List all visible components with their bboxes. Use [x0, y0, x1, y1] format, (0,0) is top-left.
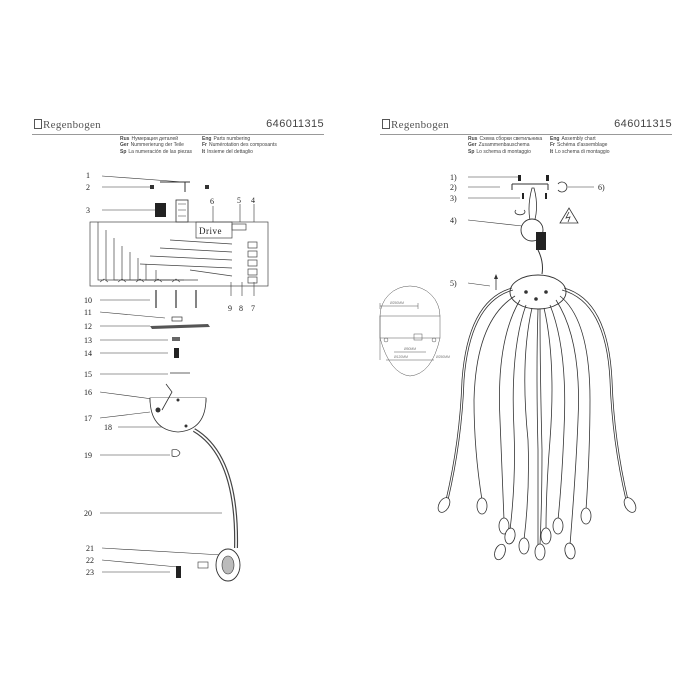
set-screw — [176, 566, 181, 578]
terminal-block — [536, 232, 546, 250]
part-number: 16 — [84, 388, 92, 397]
drive-label: Drive — [199, 226, 222, 236]
fastener — [197, 561, 209, 569]
product-code: 646011315 — [614, 118, 672, 130]
screw — [174, 348, 179, 358]
rotate-arrow-icon — [514, 209, 526, 216]
part-number: 9 — [228, 304, 232, 313]
electric-warning-icon — [559, 207, 579, 224]
step-number: 4) — [450, 216, 457, 225]
ceiling-bracket — [511, 183, 549, 190]
step-number: 6) — [598, 183, 605, 192]
dimension-label: Ø250MM — [436, 355, 450, 359]
exploded-parts-diagram: Drive — [84, 171, 269, 582]
part-number: 20 — [84, 509, 92, 518]
brand-logo: Regenbogen — [34, 119, 101, 131]
step-number: 2) — [450, 183, 457, 192]
part-number: 14 — [84, 349, 92, 358]
part-number: 1 — [86, 171, 90, 180]
part-number: 8 — [239, 304, 243, 313]
page-header: Regenbogen 646011315 — [32, 118, 324, 135]
lamp-body — [509, 274, 567, 310]
driver-wiring-frame — [89, 221, 269, 287]
dimension-label: Ø250MM — [390, 301, 404, 305]
assembly-diagram: Ø250MM Ø50MM Ø120MM Ø250MM 1) 2) 3) 4) 5… — [379, 173, 637, 561]
bolts — [155, 290, 197, 308]
mounting-block — [155, 203, 166, 217]
part-number: 6 — [210, 197, 214, 206]
ceiling-hook — [160, 181, 190, 192]
part-number: 18 — [104, 423, 112, 432]
part-number: 4 — [251, 196, 255, 205]
canopy-screw — [155, 407, 161, 413]
clip — [171, 449, 181, 457]
step-number: 1) — [450, 173, 457, 182]
part-number: 2 — [86, 183, 90, 192]
screw-icon — [205, 185, 209, 189]
dimension-detail — [379, 285, 441, 377]
product-code: 646011315 — [266, 118, 324, 130]
part-number: 7 — [251, 304, 255, 313]
brand-name: Regenbogen — [43, 119, 101, 131]
logo-mark — [382, 119, 390, 129]
dimension-label: Ø50MM — [404, 347, 416, 351]
dimension-label: Ø120MM — [394, 355, 408, 359]
brand-name: Regenbogen — [391, 119, 449, 131]
part-number: 23 — [86, 568, 94, 577]
step-number: 3) — [450, 194, 457, 203]
flexible-arm — [192, 428, 239, 549]
flexible-arms — [445, 287, 629, 546]
rotate-arrow-icon — [557, 181, 568, 193]
nut — [172, 337, 180, 341]
part-number: 19 — [84, 451, 92, 460]
lamp-heads — [437, 497, 637, 561]
part-number: 17 — [84, 414, 92, 423]
screw-icon — [150, 185, 154, 189]
step-number: 5) — [450, 279, 457, 288]
part-number: 5 — [237, 196, 241, 205]
logo-mark — [34, 119, 42, 129]
part-number: 12 — [84, 322, 92, 331]
cable-tie — [171, 316, 183, 322]
mounting-plate — [150, 324, 210, 329]
part-number: 22 — [86, 556, 94, 565]
terminal-block — [175, 199, 189, 223]
part-number: 21 — [86, 544, 94, 553]
part-number: 11 — [84, 308, 92, 317]
part-number: 3 — [86, 206, 90, 215]
wire — [161, 383, 173, 411]
part-number: 10 — [84, 296, 92, 305]
brand-logo: Regenbogen — [382, 119, 449, 131]
part-number: 15 — [84, 370, 92, 379]
page-header: Regenbogen 646011315 — [380, 118, 672, 135]
part-number: 13 — [84, 336, 92, 345]
